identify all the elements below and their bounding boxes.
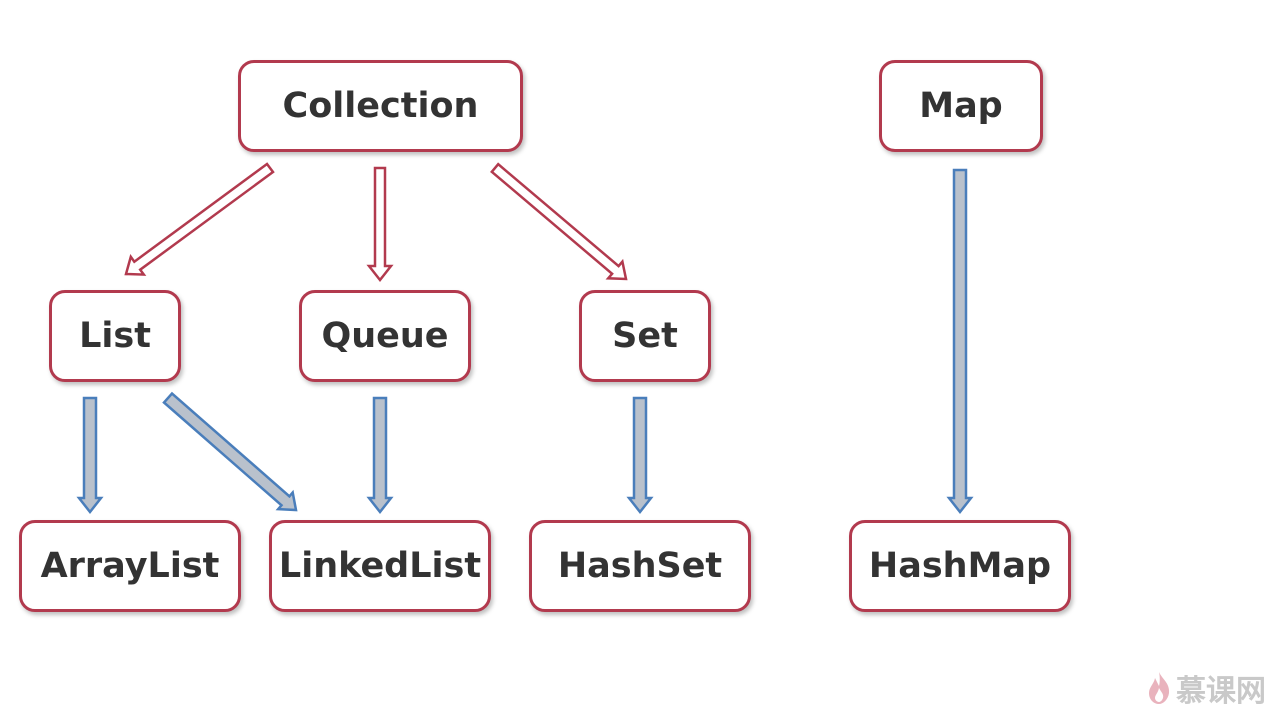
arrow-map-to-hashmap [946,168,974,515]
node-linkedlist: LinkedList [269,520,491,612]
node-hashmap: HashMap [849,520,1071,612]
node-collection: Collection [238,60,523,152]
node-queue: Queue [299,290,471,382]
arrow-collection-to-list [124,162,275,276]
node-arraylist: ArrayList [19,520,241,612]
watermark: 慕课网 [1146,666,1266,710]
arrow-queue-to-linkedlist [366,396,394,515]
flame-logo-icon [1149,672,1170,704]
arrow-list-to-arraylist [76,396,104,515]
watermark-text: 慕课网 [1176,674,1266,709]
arrow-collection-to-queue [366,166,394,283]
node-hashset: HashSet [529,520,751,612]
arrow-collection-to-set [490,162,628,281]
arrow-set-to-hashset [626,396,654,515]
node-map: Map [879,60,1043,152]
node-set: Set [579,290,711,382]
node-list: List [49,290,181,382]
arrow-list-to-linkedlist [162,391,298,512]
